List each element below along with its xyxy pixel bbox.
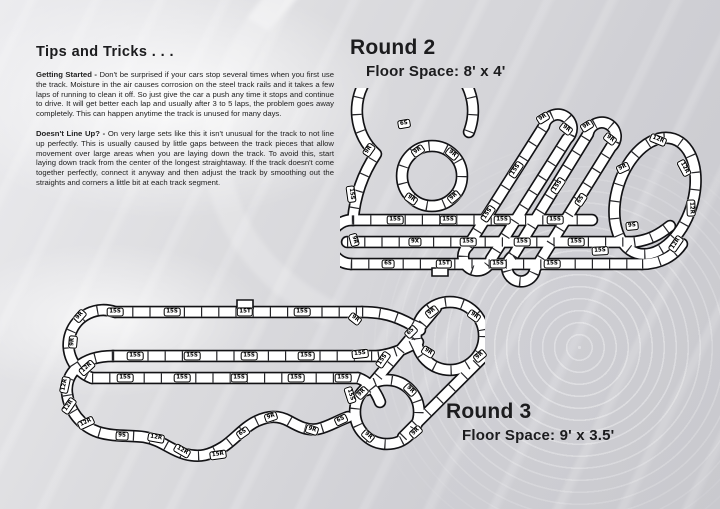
track-piece-label: 9R — [67, 335, 79, 349]
paragraph-lead: Getting Started - — [36, 70, 97, 79]
track-piece-label: 15S — [173, 373, 191, 383]
track-piece-label: 15S — [459, 237, 477, 247]
paragraph-body: Don't be surprised if your cars stop sev… — [36, 70, 334, 119]
paragraph-lead: Doesn't Line Up? - — [36, 128, 106, 138]
track-piece-label: 9X — [408, 237, 422, 247]
track-piece-label: 15S — [489, 259, 507, 269]
track-piece-label: 15S — [106, 307, 124, 317]
track-piece-label: 15S — [439, 215, 457, 225]
terminal-track-tab — [431, 267, 449, 277]
track-piece-label: 15S — [351, 348, 369, 360]
paragraph-body: On very large sets like this it isn't un… — [36, 128, 334, 187]
round2-heading: Round 2 Floor Space: 8' x 4' — [350, 36, 506, 80]
tips-heading: Tips and Tricks . . . — [36, 44, 174, 60]
track-piece-label: 15S — [287, 373, 305, 383]
round3-track-art — [30, 290, 485, 475]
track-piece-label: 15S — [591, 246, 609, 256]
round3-title: Round 3 — [446, 400, 532, 423]
track-piece-label: 15S — [543, 259, 561, 269]
track-piece-label: 15S — [230, 373, 248, 383]
track-piece-label: 15S — [334, 373, 352, 383]
round2-title: Round 2 — [350, 36, 436, 59]
tips-paragraph-getting-started: Getting Started - Don't be surprised if … — [36, 70, 334, 119]
track-piece-label: 15S — [493, 215, 511, 225]
track-piece-label: 15T — [236, 307, 254, 317]
track-piece-label: 9S — [625, 220, 639, 232]
track-piece-label: 15S — [546, 215, 564, 225]
track-piece-label: 15S — [297, 351, 315, 361]
track-piece-label: 15S — [293, 307, 311, 317]
track-piece-label: 15S — [513, 237, 531, 247]
track-piece-label: 15S — [386, 215, 404, 225]
round2-floor-space: Floor Space: 8' x 4' — [366, 63, 506, 80]
round3-heading: Round 3 Floor Space: 9' x 3.5' — [446, 400, 614, 444]
track-piece-label: 15S — [126, 351, 144, 361]
track-piece-label: 15S — [240, 351, 258, 361]
track-piece-label: 9S — [115, 431, 129, 441]
track-piece-label: 15S — [116, 373, 134, 383]
track-piece-label: 15S — [567, 237, 585, 247]
track-piece-label: 15S — [183, 351, 201, 361]
tips-paragraph-doesnt-line-up: Doesn't Line Up? - On very large sets li… — [36, 129, 334, 188]
track-piece-label: 12R — [686, 199, 696, 217]
terminal-track-tab — [236, 299, 254, 309]
background-glow — [0, 210, 360, 430]
round3-floor-space: Floor Space: 9' x 3.5' — [462, 427, 615, 444]
track-piece-label: 15S — [163, 307, 181, 317]
round2-track-art — [340, 88, 720, 293]
track-piece-label: 15T — [435, 259, 453, 269]
track-piece-label: 6S — [381, 259, 395, 269]
tips-and-tricks-section: Tips and Tricks . . . Getting Started - … — [36, 44, 334, 198]
